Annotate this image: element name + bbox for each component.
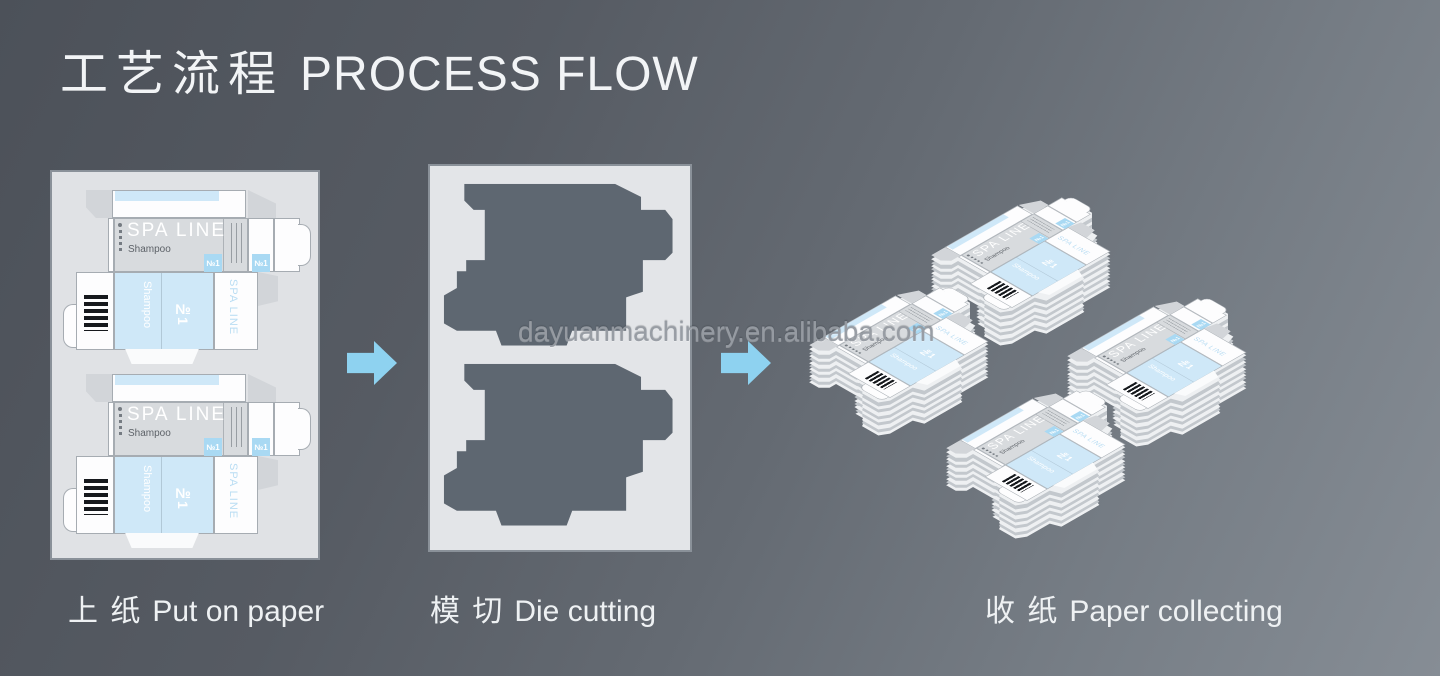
brand-text-rotated: SPA LINE [227,279,239,336]
product-text-rotated: Shampoo [887,352,920,371]
blue-strip [115,375,219,385]
brand-text-rotated: SPA LINE [227,463,239,520]
barcode-panel [76,456,114,534]
end-panel [274,402,300,456]
back-panel-blue: Shampoo №1 [114,272,214,350]
product-text-rotated: Shampoo [1009,262,1042,281]
bottom-right-flap [258,272,278,306]
bottom-right-flap [258,456,278,490]
top-left-flap [86,190,112,218]
brand-panel: SPA LINE [214,272,258,350]
panel-die-cutting [428,164,692,552]
product-text-rotated: Shampoo [1024,455,1057,474]
panel-put-on-paper: SPA LINE Shampoo №1 №1 Shampoo №1 SPA LI… [50,170,320,560]
dieline-sheet-slot: SPA LINE Shampoo №1 №1 Shampoo №1 SPA LI… [62,188,311,364]
badge-text-rotated: №1 [1175,358,1197,371]
paper-stack: SPA LINE Shampoo №1 №1 Shampoo №1 SPA LI… [932,455,933,456]
ingredients-microtext [231,407,242,447]
bottom-tuck-flap [125,349,199,364]
number-badge: №1 [252,254,270,272]
number-badge: №1 [252,438,270,456]
paper-stack: SPA LINE Shampoo №1 №1 Shampoo №1 SPA LI… [795,352,796,353]
dieline-sheet: SPA LINE Shampoo №1 №1 Shampoo №1 SPA LI… [62,188,311,364]
brand-panel: SPA LINE [214,456,258,534]
logo-dot-icon [118,407,122,411]
die-cut-silhouette [443,363,673,526]
top-right-flap [248,374,276,402]
bottom-tuck-flap [125,533,199,548]
step-label-zh: 模 切 [430,595,505,628]
barcode-icon [84,295,108,331]
step-label-en: Die cutting [514,595,657,628]
right-tuck-tab [298,224,311,266]
badge-text-rotated: №1 [175,485,191,509]
logo-microtext [119,414,122,438]
dieline-sheet: SPA LINE Shampoo №1 №1 Shampoo №1 SPA LI… [62,372,311,548]
front-panel: SPA LINE Shampoo [114,402,248,456]
paper-stack: SPA LINE Shampoo №1 №1 Shampoo №1 SPA LI… [1053,363,1054,364]
number-badge: №1 [204,254,222,272]
step-label-zh: 收 纸 [985,595,1060,628]
step-label-en: Paper collecting [1069,595,1283,628]
dieline-sheet-slot: SPA LINE Shampoo №1 №1 Shampoo №1 SPA LI… [62,372,311,548]
brand-text: SPA LINE [127,220,227,241]
brand-text: SPA LINE [127,404,227,425]
logo-microtext [119,230,122,254]
step-label-en: Put on paper [152,595,325,628]
badge-text-rotated: №1 [917,347,939,360]
product-text: Shampoo [128,244,171,255]
badge-text-rotated: №1 [1054,450,1076,463]
product-text: Shampoo [128,428,171,439]
right-tuck-tab [298,408,311,450]
top-flap-panel [112,374,246,402]
left-tuck-tab [63,488,77,532]
product-text-rotated: Shampoo [141,281,153,329]
end-panel [274,218,300,272]
page-title-zh: 工艺流程 [60,48,285,101]
left-tuck-tab [63,304,77,348]
number-badge: №1 [204,438,222,456]
page-title-en: PROCESS FLOW [300,48,699,101]
badge-text-rotated: №1 [1039,257,1061,270]
barcode-panel [76,272,114,350]
barcode-icon [84,479,108,515]
back-panel-blue: Shampoo №1 [114,456,214,534]
step-label-die-cutting: 模 切 Die cutting [430,586,656,630]
step-label-put-on-paper: 上 纸 Put on paper [68,586,324,630]
paper-stack: SPA LINE Shampoo №1 №1 Shampoo №1 SPA LI… [917,262,918,263]
top-right-flap [248,190,276,218]
step-label-zh: 上 纸 [68,595,143,628]
badge-text-rotated: №1 [175,301,191,325]
left-edge-panel [108,402,114,456]
top-flap-panel [112,190,246,218]
left-edge-panel [108,218,114,272]
logo-dot-icon [118,223,122,227]
watermark: dayuanmachinery.en.alibaba.com [518,316,935,347]
product-text-rotated: Shampoo [1145,363,1178,382]
product-text-rotated: Shampoo [141,465,153,513]
top-left-flap [86,374,112,402]
step-label-paper-collecting: 收 纸 Paper collecting [985,586,1283,630]
front-panel: SPA LINE Shampoo [114,218,248,272]
blue-strip [115,191,219,201]
arrow-right-icon [347,341,397,385]
page-title: 工艺流程 PROCESS FLOW [60,34,699,104]
ingredients-microtext [231,223,242,263]
